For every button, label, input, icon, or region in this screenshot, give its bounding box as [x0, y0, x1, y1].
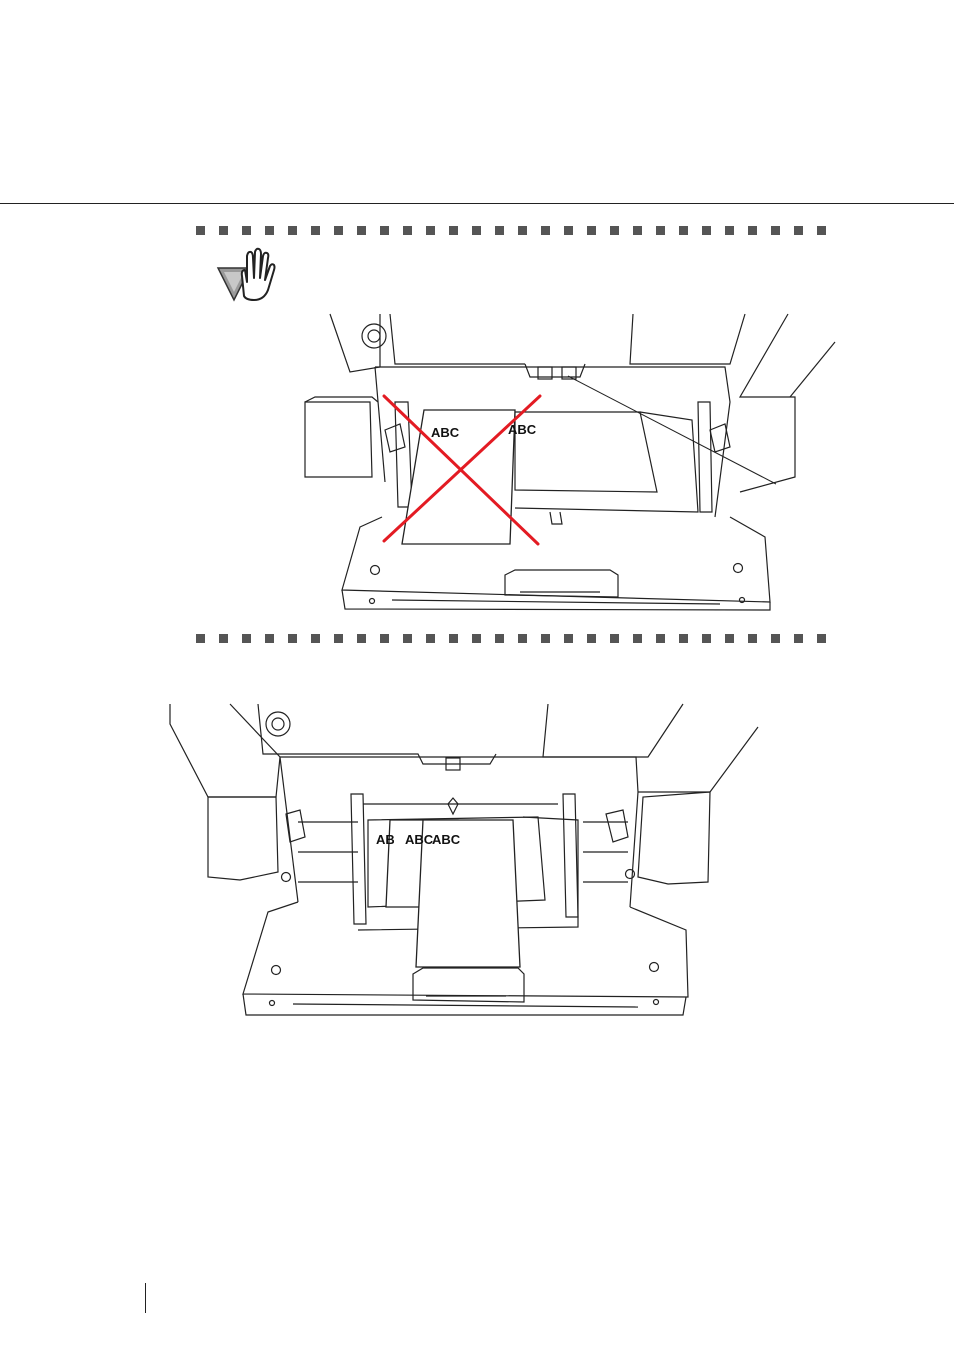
incorrect-paper-front-label: ABC: [431, 425, 460, 440]
separator-dot: [265, 226, 274, 235]
separator-dot: [633, 226, 642, 235]
separator-dot: [334, 226, 343, 235]
separator-dot: [610, 226, 619, 235]
separator-dot: [656, 226, 665, 235]
separator-dot: [242, 226, 251, 235]
footer-rule: [145, 1283, 146, 1313]
separator-dot: [196, 226, 205, 235]
separator-dot: [771, 634, 780, 643]
separator-dot: [426, 226, 435, 235]
separator-dot: [748, 226, 757, 235]
separator-dot: [656, 634, 665, 643]
separator-dot: [242, 634, 251, 643]
correct-paper-front-label: ABC: [432, 832, 461, 847]
separator-dot: [426, 634, 435, 643]
separator-dot: [679, 634, 688, 643]
separator-dot: [472, 226, 481, 235]
separator-dot: [817, 634, 826, 643]
separator-dot: [725, 634, 734, 643]
separator-dot: [288, 226, 297, 235]
separator-dot: [357, 226, 366, 235]
separator-dot: [794, 634, 803, 643]
separator-dot: [196, 634, 205, 643]
separator-dot: [265, 634, 274, 643]
separator-dot: [633, 634, 642, 643]
incorrect-paper-back-label: ABC: [508, 422, 537, 437]
header-rule: [0, 203, 954, 204]
separator-dot: [817, 226, 826, 235]
separator-dot: [380, 226, 389, 235]
correct-paper-middle-label: ABC: [405, 832, 434, 847]
separator-dot: [771, 226, 780, 235]
note-separator-bottom: [196, 634, 826, 643]
separator-dot: [748, 634, 757, 643]
hand-caution-icon: [214, 246, 286, 304]
separator-dot: [518, 634, 527, 643]
separator-dot: [219, 634, 228, 643]
separator-dot: [357, 634, 366, 643]
separator-dot: [219, 226, 228, 235]
separator-dot: [794, 226, 803, 235]
correct-loading-figure: ABC ABC ABC: [168, 702, 763, 1018]
separator-dot: [541, 634, 550, 643]
separator-dot: [288, 634, 297, 643]
separator-dot: [518, 226, 527, 235]
separator-dot: [702, 634, 711, 643]
separator-dot: [679, 226, 688, 235]
separator-dot: [334, 634, 343, 643]
separator-dot: [702, 226, 711, 235]
note-separator-top: [196, 226, 826, 235]
separator-dot: [541, 226, 550, 235]
separator-dot: [587, 634, 596, 643]
separator-dot: [380, 634, 389, 643]
separator-dot: [495, 226, 504, 235]
separator-dot: [564, 634, 573, 643]
separator-dot: [449, 634, 458, 643]
separator-dot: [311, 634, 320, 643]
separator-dot: [311, 226, 320, 235]
separator-dot: [564, 226, 573, 235]
separator-dot: [403, 634, 412, 643]
separator-dot: [495, 634, 504, 643]
separator-dot: [449, 226, 458, 235]
separator-dot: [403, 226, 412, 235]
separator-dot: [610, 634, 619, 643]
incorrect-loading-figure: ABC ABC: [300, 312, 840, 617]
separator-dot: [587, 226, 596, 235]
separator-dot: [472, 634, 481, 643]
separator-dot: [725, 226, 734, 235]
